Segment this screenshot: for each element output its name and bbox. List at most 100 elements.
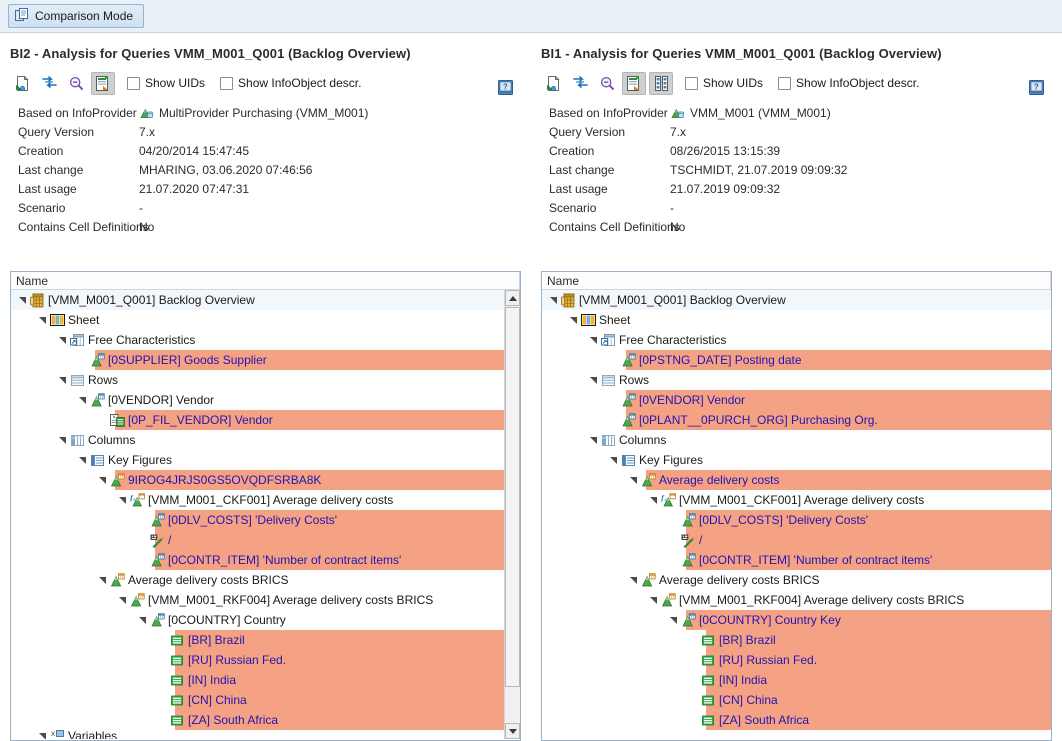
tree-row[interactable]: [VMM_M001_Q001] Backlog Overview [542, 290, 1051, 310]
tree-expander[interactable] [548, 295, 559, 306]
tree-row[interactable]: [BR] Brazil [11, 630, 504, 650]
tree-row[interactable]: [0VENDOR] Vendor [542, 390, 1051, 410]
help-book-icon[interactable]: ? [1029, 80, 1044, 95]
tree-expander[interactable] [57, 375, 68, 386]
tree-vertical-scrollbar[interactable] [504, 290, 520, 739]
tree-expander[interactable] [97, 575, 108, 586]
scrollbar-down-arrow[interactable] [505, 723, 520, 739]
tree-row[interactable]: [VMM_M001_RKF004] Average delivery costs… [11, 590, 504, 610]
checkbox-show-uids[interactable]: Show UIDs [127, 76, 205, 90]
tree-row[interactable]: [0COUNTRY] Country [11, 610, 504, 630]
tree-row[interactable]: [CN] China [11, 690, 504, 710]
tree-row[interactable]: [0VENDOR] Vendor [11, 390, 504, 410]
tree-row[interactable]: [0DLV_COSTS] 'Delivery Costs' [542, 510, 1051, 530]
tree-row[interactable]: Sheet [11, 310, 504, 330]
tree-row[interactable]: [VMM_M001_Q001] Backlog Overview [11, 290, 504, 310]
tree-row[interactable]: Average delivery costs [542, 470, 1051, 490]
tree-row[interactable]: 9IROG4JRJS0GS5OVQDFSRBA8K [11, 470, 504, 490]
checkbox-box[interactable] [220, 76, 234, 90]
expand-to-right-icon[interactable] [622, 71, 646, 95]
tree-row[interactable]: [0DLV_COSTS] 'Delivery Costs' [11, 510, 504, 530]
tree-row[interactable]: Key Figures [11, 450, 504, 470]
tree-row[interactable]: [IN] India [542, 670, 1051, 690]
tree-expander[interactable] [648, 495, 659, 506]
tree-row[interactable]: / [542, 530, 1051, 550]
tree-row[interactable]: Sheet [542, 310, 1051, 330]
tree-expander[interactable] [608, 455, 619, 466]
checkbox-show-infoobject-descr[interactable]: Show InfoObject descr. [220, 76, 361, 90]
tree-row[interactable]: [RU] Russian Fed. [11, 650, 504, 670]
free-char-icon [601, 333, 616, 348]
tree-expander[interactable] [117, 495, 128, 506]
checkbox-box[interactable] [127, 76, 140, 90]
tree-row[interactable]: [IN] India [11, 670, 504, 690]
tree-expander[interactable] [77, 395, 88, 406]
tree-row[interactable]: Key Figures [542, 450, 1051, 470]
tree-expander[interactable] [588, 435, 599, 446]
metadata-value-text: 7.x [139, 124, 156, 139]
tree-expander[interactable] [117, 595, 128, 606]
tree-expander[interactable] [37, 731, 48, 739]
expand-to-right-icon[interactable] [91, 71, 115, 95]
tree-row[interactable]: [VMM_M001_RKF004] Average delivery costs… [542, 590, 1051, 610]
tree-expander[interactable] [137, 615, 148, 626]
tree-expander[interactable] [628, 475, 639, 486]
tree-row[interactable]: [0PSTNG_DATE] Posting date [542, 350, 1051, 370]
tree-row[interactable]: [ZA] South Africa [542, 710, 1051, 730]
checkbox-box[interactable] [778, 76, 792, 90]
zoom-out-icon[interactable] [64, 72, 88, 95]
tree-row[interactable]: X[0P_FIL_VENDOR] Vendor [11, 410, 504, 430]
tree-row[interactable]: Average delivery costs BRICS [542, 570, 1051, 590]
checkbox-show-uids[interactable]: Show UIDs [685, 76, 763, 90]
tree-expander[interactable] [37, 315, 48, 326]
tree-expander[interactable] [668, 615, 679, 626]
tree-row[interactable]: Columns [11, 430, 504, 450]
tree-row[interactable]: [0PLANT__0PURCH_ORG] Purchasing Org. [542, 410, 1051, 430]
tree-row[interactable]: Free Characteristics [11, 330, 504, 350]
tree-expander[interactable] [57, 435, 68, 446]
tree-column-name[interactable]: Name [542, 272, 1051, 290]
tree-expander[interactable] [648, 595, 659, 606]
tree-expander[interactable] [77, 455, 88, 466]
exchange-arrows-icon[interactable] [37, 72, 61, 95]
tree-expander[interactable] [588, 375, 599, 386]
tree-row[interactable]: [CN] China [542, 690, 1051, 710]
checkbox-show-infoobject-descr[interactable]: Show InfoObject descr. [778, 76, 919, 90]
zoom-out-icon[interactable] [595, 72, 619, 95]
export-query-icon[interactable] [10, 72, 34, 95]
two-column-layout-icon[interactable] [649, 71, 673, 95]
scrollbar-up-arrow[interactable] [505, 290, 520, 306]
metadata-value: - [670, 201, 674, 215]
tree-row[interactable]: [BR] Brazil [542, 630, 1051, 650]
tree-expander[interactable] [588, 335, 599, 346]
tree-row[interactable]: [0SUPPLIER] Goods Supplier [11, 350, 504, 370]
tree-row[interactable]: [0CONTR_ITEM] 'Number of contract items' [11, 550, 504, 570]
tree-expander[interactable] [97, 475, 108, 486]
tree-row[interactable]: Rows [542, 370, 1051, 390]
tree-row[interactable]: [ZA] South Africa [11, 710, 504, 730]
tree-expander[interactable] [57, 335, 68, 346]
tree-row[interactable]: [0COUNTRY] Country Key [542, 610, 1051, 630]
scrollbar-thumb[interactable] [505, 307, 520, 687]
tree-expander[interactable] [17, 295, 28, 306]
tree-expander[interactable] [628, 575, 639, 586]
tree-row[interactable]: / [11, 530, 504, 550]
comparison-mode-button[interactable]: Comparison Mode [8, 4, 145, 28]
tree-row[interactable]: Rows [11, 370, 504, 390]
export-query-icon[interactable] [541, 72, 565, 95]
exchange-arrows-icon[interactable] [568, 72, 592, 95]
tree-row[interactable]: [RU] Russian Fed. [542, 650, 1051, 670]
tree-row[interactable]: Average delivery costs BRICS [11, 570, 504, 590]
checkbox-box[interactable] [685, 76, 698, 90]
help-book-icon[interactable]: ? [498, 80, 513, 95]
tree-row[interactable]: [0CONTR_ITEM] 'Number of contract items' [542, 550, 1051, 570]
tree-expander[interactable] [568, 315, 579, 326]
operator-icon [150, 533, 165, 548]
tree-column-name[interactable]: Name [11, 272, 520, 290]
tree-row[interactable]: Columns [542, 430, 1051, 450]
query-icon [561, 293, 576, 308]
tree-row[interactable]: Free Characteristics [542, 330, 1051, 350]
